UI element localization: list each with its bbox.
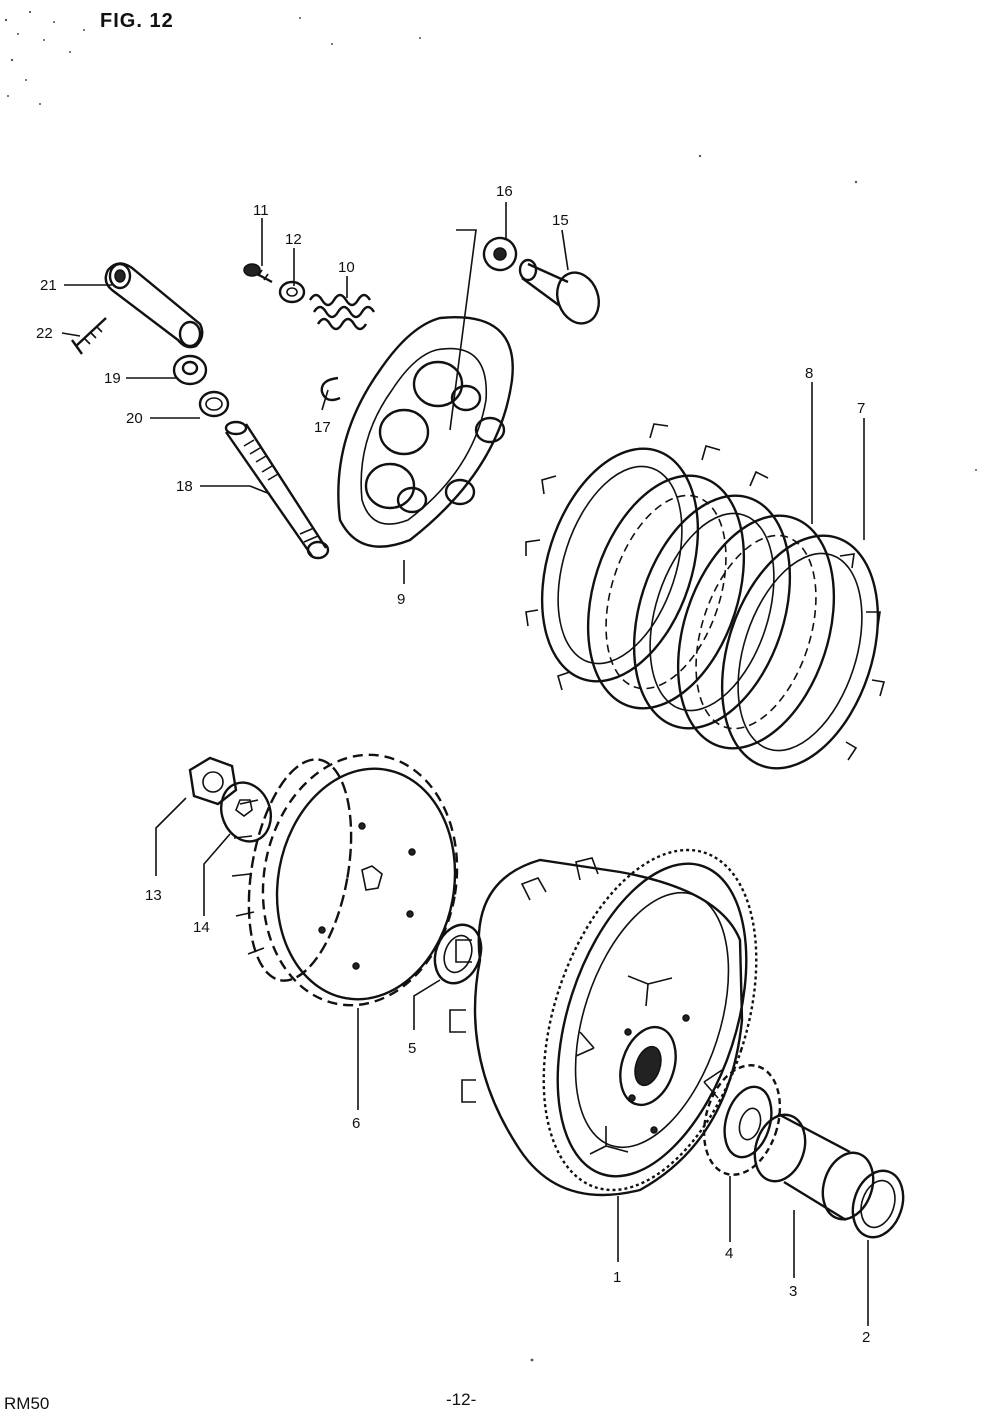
spring-washer	[278, 280, 306, 304]
page-number: -12-	[446, 1390, 477, 1409]
callout-6: 6	[352, 1115, 360, 1132]
callout-17: 17	[314, 419, 331, 436]
primary-drive-gear	[231, 753, 459, 1007]
gear-nut	[188, 756, 238, 806]
figure-title: FIG. 12	[100, 10, 174, 32]
model-code: RM50	[4, 1394, 50, 1413]
callout-19: 19	[104, 370, 121, 387]
pressure-plate-bosses	[364, 360, 506, 514]
callout-14: 14	[193, 919, 210, 936]
callout-2: 2	[862, 1329, 870, 1346]
callout-12: 12	[285, 231, 302, 248]
callout-15: 15	[552, 212, 569, 229]
callout-3: 3	[789, 1283, 797, 1300]
callout-4: 4	[725, 1245, 733, 1262]
callout-1: 1	[613, 1269, 621, 1286]
push-washer	[482, 236, 518, 272]
callout-11: 11	[253, 202, 269, 219]
release-lever	[104, 262, 204, 349]
callout-13: 13	[145, 887, 162, 904]
clutch-housing	[449, 848, 758, 1197]
pressure-plate	[337, 316, 514, 548]
thrust-washer	[851, 1169, 905, 1239]
push-piece	[518, 258, 600, 325]
clutch-spring	[308, 293, 376, 331]
release-shaft	[224, 420, 330, 560]
o-ring	[198, 390, 230, 418]
callout-16: 16	[496, 183, 513, 200]
callout-22: 22	[36, 325, 53, 342]
callout-labels: 21 22 19 20 18 11 12 10 17 16 15 9 8 7 1…	[36, 183, 870, 1346]
scan-noise	[4, 10, 977, 1362]
kick-idle-gear	[702, 1064, 782, 1176]
spring-bolt	[243, 263, 273, 284]
callout-7: 7	[857, 400, 865, 417]
lever-nut	[172, 354, 208, 386]
circlip	[320, 376, 341, 402]
lever-screw	[71, 317, 107, 355]
clutch-plates	[525, 423, 886, 770]
leader-lines	[61, 202, 869, 1326]
callout-5: 5	[408, 1040, 416, 1057]
callout-8: 8	[805, 365, 813, 382]
callout-10: 10	[338, 259, 355, 276]
callout-21: 21	[40, 277, 57, 294]
housing-spacer	[753, 1112, 875, 1222]
callout-18: 18	[176, 478, 193, 495]
callout-20: 20	[126, 410, 143, 427]
lock-washer	[220, 781, 272, 843]
callout-9: 9	[397, 591, 405, 608]
